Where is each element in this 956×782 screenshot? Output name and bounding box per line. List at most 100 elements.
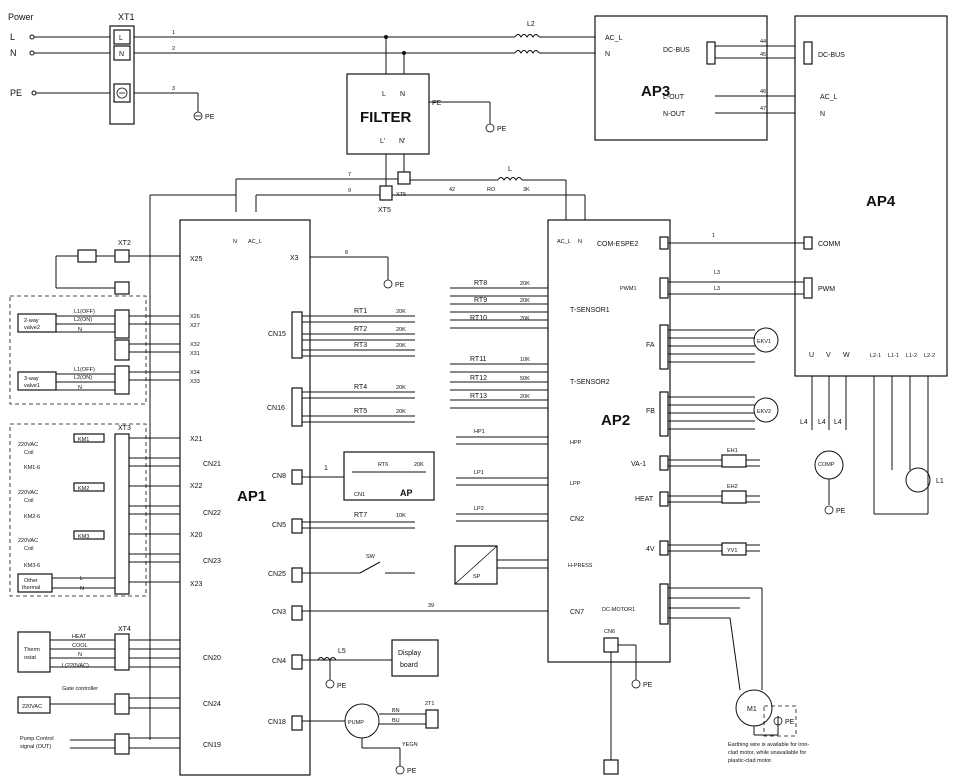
ap1-x32: X32 [190,342,200,348]
wire-1: 1 [172,30,175,36]
thermostat-n: N [78,652,82,658]
note-line2: clad motor, while unavailable for [728,750,806,756]
ro-value: 3K [523,187,530,193]
pump-control-line1: Pump Control [20,736,54,742]
ap2-cn6: CN6 [604,629,615,635]
ap1-x22: X22 [190,483,203,490]
wire-47: 44 [760,39,766,45]
ap1-cn4: CN4 [272,658,286,665]
xt1-n: N [119,51,124,58]
ap2-t-sensor2: T-SENSOR2 [570,379,610,386]
thermostat [17,631,51,673]
coil2-line1: 220VAC [18,490,38,496]
power-terminal-pe: PE [10,88,22,98]
ap4-pwm: PWM [818,286,835,293]
thermostat-line2: ostat [24,655,36,661]
ap4-u: U [809,352,814,359]
compressor-label: COMP [818,462,835,468]
km3-coil: KM3 [78,534,89,540]
thermostat-line1: Therm [24,647,40,653]
coil1-line1: 220VAC [18,442,38,448]
ap1-cn16: CN16 [267,405,285,412]
thermal-l: L [80,576,83,582]
rt7-label: RT7 [354,512,367,519]
pump-bu: BU [392,718,400,724]
ap2-pwm1: PWM1 [620,286,637,292]
comp-ground-pe: PE [836,508,846,515]
ap-subboard [343,451,435,501]
ekv2-label: EKV2 [757,409,771,415]
eh2-label: EH2 [727,484,738,490]
ap4-comm: COMM [818,241,840,248]
km2-6: KM2-6 [24,514,40,520]
ap1-cn5: CN5 [272,522,286,529]
2way-l2-on: L2(ON) [74,317,92,323]
l-label: L [508,166,512,173]
filter-in-l: L [382,91,386,98]
ap1-x23: X23 [190,581,203,588]
two-way-valve-line1: 2-way [24,318,39,324]
cn1-label: CN1 [354,492,365,498]
rt1-value: 20K [396,309,406,315]
display-board [391,639,439,677]
l4-label-b: L4 [818,419,826,426]
ekv1-label: EKV1 [757,339,771,345]
rt12-value: 50K [520,376,530,382]
2way-l1-off: L1(OFF) [74,309,95,315]
filter-label: FILTER [360,109,412,126]
rt13-value: 20K [520,394,530,400]
coil3-line2: Coil [24,546,33,552]
rt11-value: 10K [520,357,530,363]
l3-label-b: L3 [714,286,720,292]
rt6-value: 20K [414,462,424,468]
rt1-label: RT1 [354,308,367,315]
km1-coil: KM1 [78,437,89,443]
filter-in-n: N [400,91,405,98]
ap1-board [179,219,311,776]
ap1-cn23: CN23 [203,558,221,565]
filter-module [346,73,430,155]
ap1-x25: X25 [190,256,203,263]
ap2-com-espe2: COM-ESPE2 [597,241,638,248]
2way-n: N [78,327,82,333]
xt4-label: XT4 [118,626,131,633]
wire-3: 3 [172,86,175,92]
ap2-ac-l: AC_L [557,239,571,245]
ap4-module [794,15,948,377]
l2-label: L2 [527,21,535,28]
filter-pe: PE [432,100,442,107]
thermostat-l220: L(220VAC) [62,663,89,669]
pe-label: PE [205,114,215,121]
ap3-dc-bus: DC-BUS [663,47,690,54]
rt4-label: RT4 [354,384,367,391]
gate-220vac-label: 220VAC [22,704,42,710]
rt10-label: RT10 [470,315,487,322]
ap2-hpp: HPP [570,440,582,446]
cn8-wire-count: 1 [324,465,328,472]
ap3-ac-l: AC_L [605,35,623,42]
km2-coil: KM2 [78,486,89,492]
coil1-line2: Coil [24,450,33,456]
sw-label: SW [366,554,376,560]
thermostat-cool: COOL [72,643,88,649]
ap2-n: N [578,239,582,245]
ap4-n: N [820,111,825,118]
ap1-x26: X26 [190,314,200,320]
power-terminal-n: N [10,48,17,58]
wire-48: 45 [760,52,766,58]
ekv2-icon [753,397,779,423]
rt8-value: 20K [520,281,530,287]
ap2-fb: FB [646,408,655,415]
wire-42: 39 [428,603,434,609]
wire-7: 7 [348,172,351,178]
ap3-n: N [605,51,610,58]
three-way-valve [17,371,57,391]
pump-label: PUMP [348,720,364,726]
ap1-x21: X21 [190,436,203,443]
ap2-h-press: H-PRESS [568,563,593,569]
l4-label-c: L4 [834,419,842,426]
ap2-cn7: CN7 [570,609,584,616]
ap2-fa: FA [646,342,655,349]
ap4-dc-bus: DC-BUS [818,52,845,59]
